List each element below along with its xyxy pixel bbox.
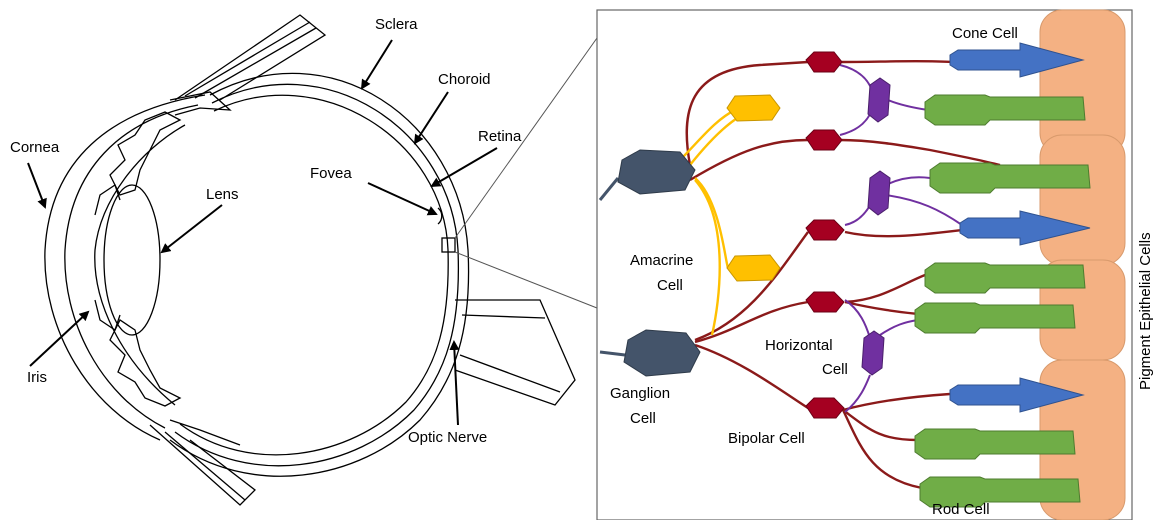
bipolar-cell	[806, 52, 842, 72]
amacrine-cell	[727, 95, 780, 121]
lens-arrow	[162, 205, 222, 252]
rod-cell	[915, 429, 1075, 459]
sclera-outline	[170, 73, 469, 476]
label-retina: Retina	[478, 128, 522, 145]
label-horizontal-1: Horizontal	[765, 337, 833, 354]
retina-outline	[180, 95, 448, 455]
ganglion-cell	[624, 330, 700, 376]
bipolar-cell	[806, 130, 842, 150]
amacrine-connections	[680, 110, 748, 335]
label-pigment-epithelial: Pigment Epithelial Cells	[1137, 232, 1154, 390]
horizontal-cell	[862, 331, 884, 375]
rod-cell	[925, 95, 1085, 125]
label-horizontal-2: Cell	[822, 361, 848, 378]
label-lens: Lens	[206, 186, 239, 203]
cornea-arrow	[28, 163, 45, 207]
muscle-bottom	[150, 425, 255, 505]
ganglion-cell	[618, 150, 695, 194]
label-amacrine-2: Cell	[657, 277, 683, 294]
label-cone-cell: Cone Cell	[952, 25, 1018, 42]
horizontal-cell	[868, 171, 890, 215]
label-amacrine-1: Amacrine	[630, 252, 693, 269]
label-iris: Iris	[27, 369, 47, 386]
iris-bottom	[110, 320, 180, 406]
label-cornea: Cornea	[10, 139, 60, 156]
label-ganglion-2: Cell	[630, 410, 656, 427]
zoom-line-top	[455, 38, 597, 238]
iris-arrow	[30, 312, 88, 366]
label-choroid: Choroid	[438, 71, 491, 88]
rod-cell	[930, 163, 1090, 193]
bipolar-cell	[806, 292, 844, 312]
label-ganglion-1: Ganglion	[610, 385, 670, 402]
amacrine-cell	[727, 255, 780, 281]
axon-exit	[600, 178, 618, 200]
lens-shape	[104, 185, 160, 335]
sclera-arrow	[362, 40, 392, 88]
label-bipolar-cell: Bipolar Cell	[728, 430, 805, 447]
pigment-cell	[1040, 10, 1125, 155]
label-sclera: Sclera	[375, 16, 418, 33]
fovea-arrow	[368, 183, 436, 214]
label-rod-cell: Rod Cell	[932, 501, 990, 518]
rod-cell	[925, 263, 1085, 293]
label-optic-nerve: Optic Nerve	[408, 429, 487, 446]
eye-cross-section	[45, 15, 575, 505]
label-fovea: Fovea	[310, 165, 352, 182]
pigment-cell	[1040, 135, 1125, 265]
iris-top	[110, 112, 180, 195]
rod-cell	[915, 303, 1075, 333]
bipolar-cell	[806, 220, 844, 240]
choroid-arrow	[415, 92, 448, 143]
bipolar-cell	[806, 398, 844, 418]
horizontal-cell	[868, 78, 890, 122]
cornea-outline	[45, 95, 205, 440]
axon-exit	[600, 352, 625, 355]
retina-arrow	[432, 148, 497, 186]
